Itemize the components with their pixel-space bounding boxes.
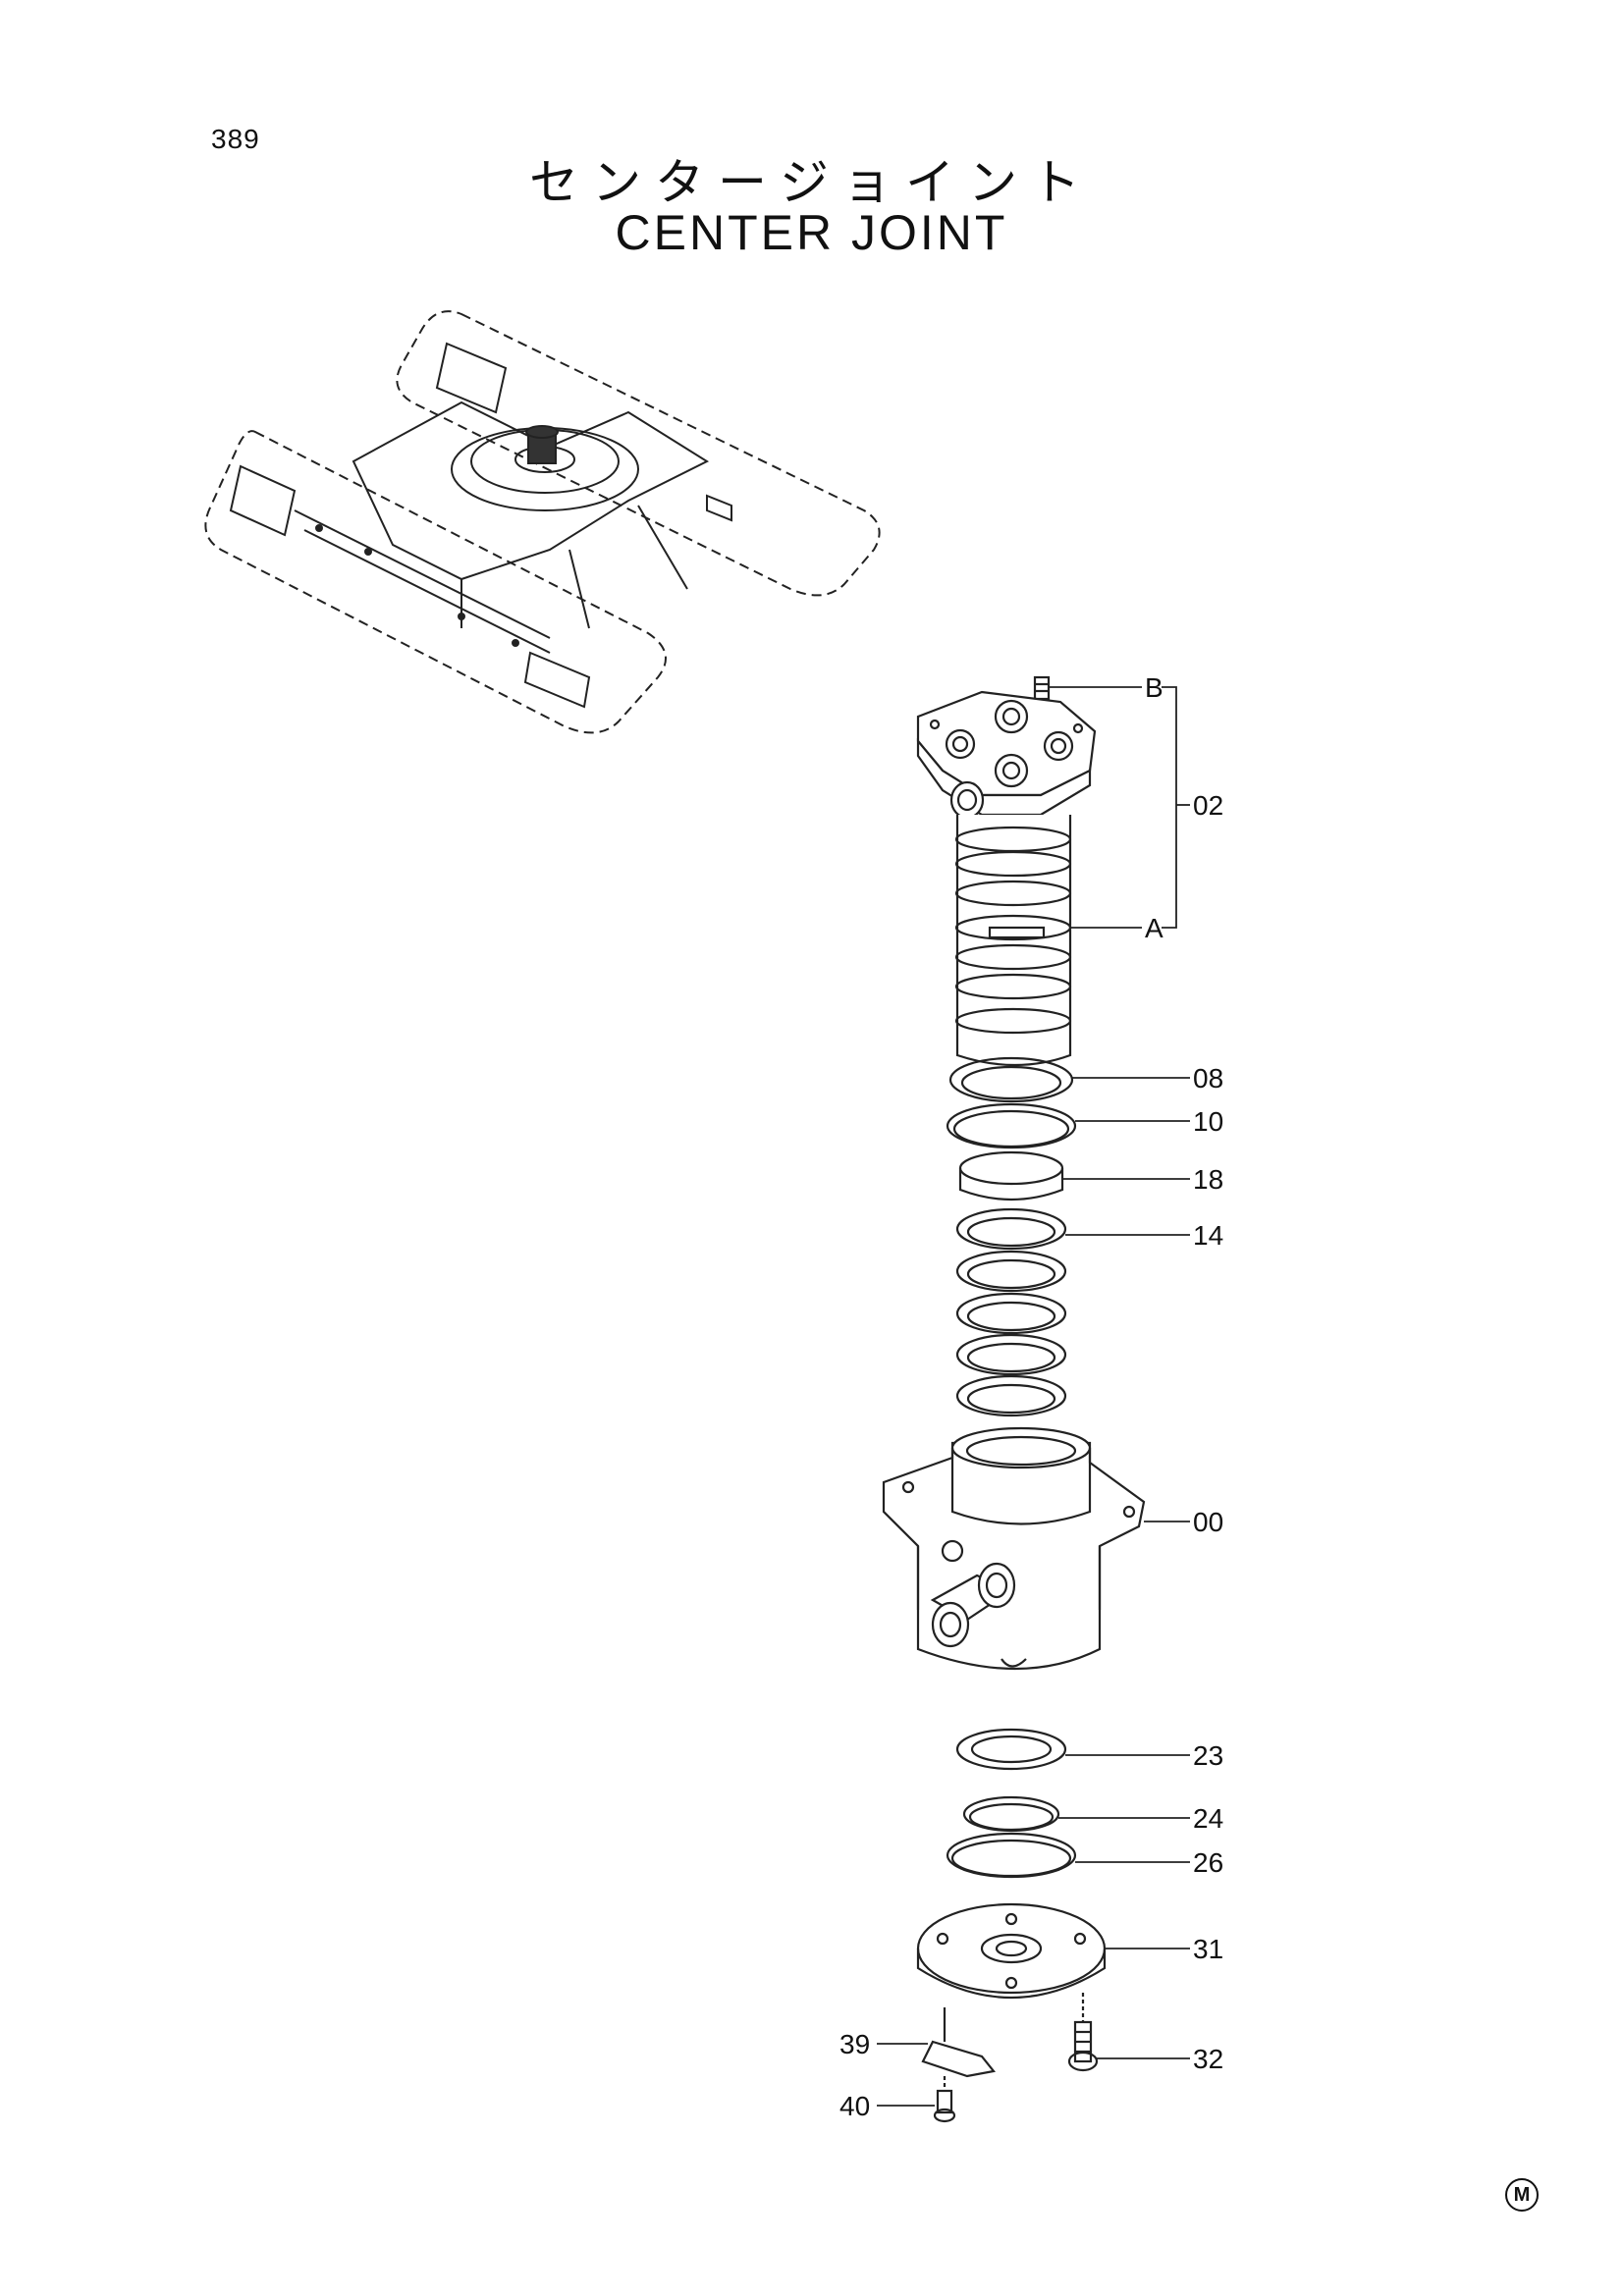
center-joint-exploded-view: [882, 675, 1146, 2123]
circled-m-mark: M: [1505, 2178, 1539, 2212]
callout-39: 39: [839, 2029, 870, 2059]
leader-lines: [877, 686, 1190, 2107]
callout-23: 23: [1193, 1740, 1223, 1771]
title-english: CENTER JOINT: [615, 205, 1008, 260]
callout-24: 24: [1193, 1803, 1223, 1834]
page-number: 389: [211, 124, 260, 154]
callout-26: 26: [1193, 1847, 1223, 1878]
title-japanese: センタージョイント: [529, 154, 1094, 211]
callout-32: 32: [1193, 2044, 1223, 2074]
callout-18: 18: [1193, 1164, 1223, 1195]
callout-40: 40: [839, 2091, 870, 2121]
callout-08: 08: [1193, 1063, 1223, 1094]
callout-B: B: [1145, 672, 1163, 703]
undercarriage-sketch: [204, 310, 881, 734]
callout-31: 31: [1193, 1934, 1223, 1964]
callout-10: 10: [1193, 1106, 1223, 1137]
callout-14: 14: [1193, 1220, 1223, 1251]
callout-A: A: [1145, 913, 1163, 943]
callout-02: 02: [1193, 790, 1223, 821]
callout-00: 00: [1193, 1507, 1223, 1537]
callout-labels: B A 02 08 10 18 14 00 23 24 26 31 39 32 …: [839, 672, 1223, 2121]
